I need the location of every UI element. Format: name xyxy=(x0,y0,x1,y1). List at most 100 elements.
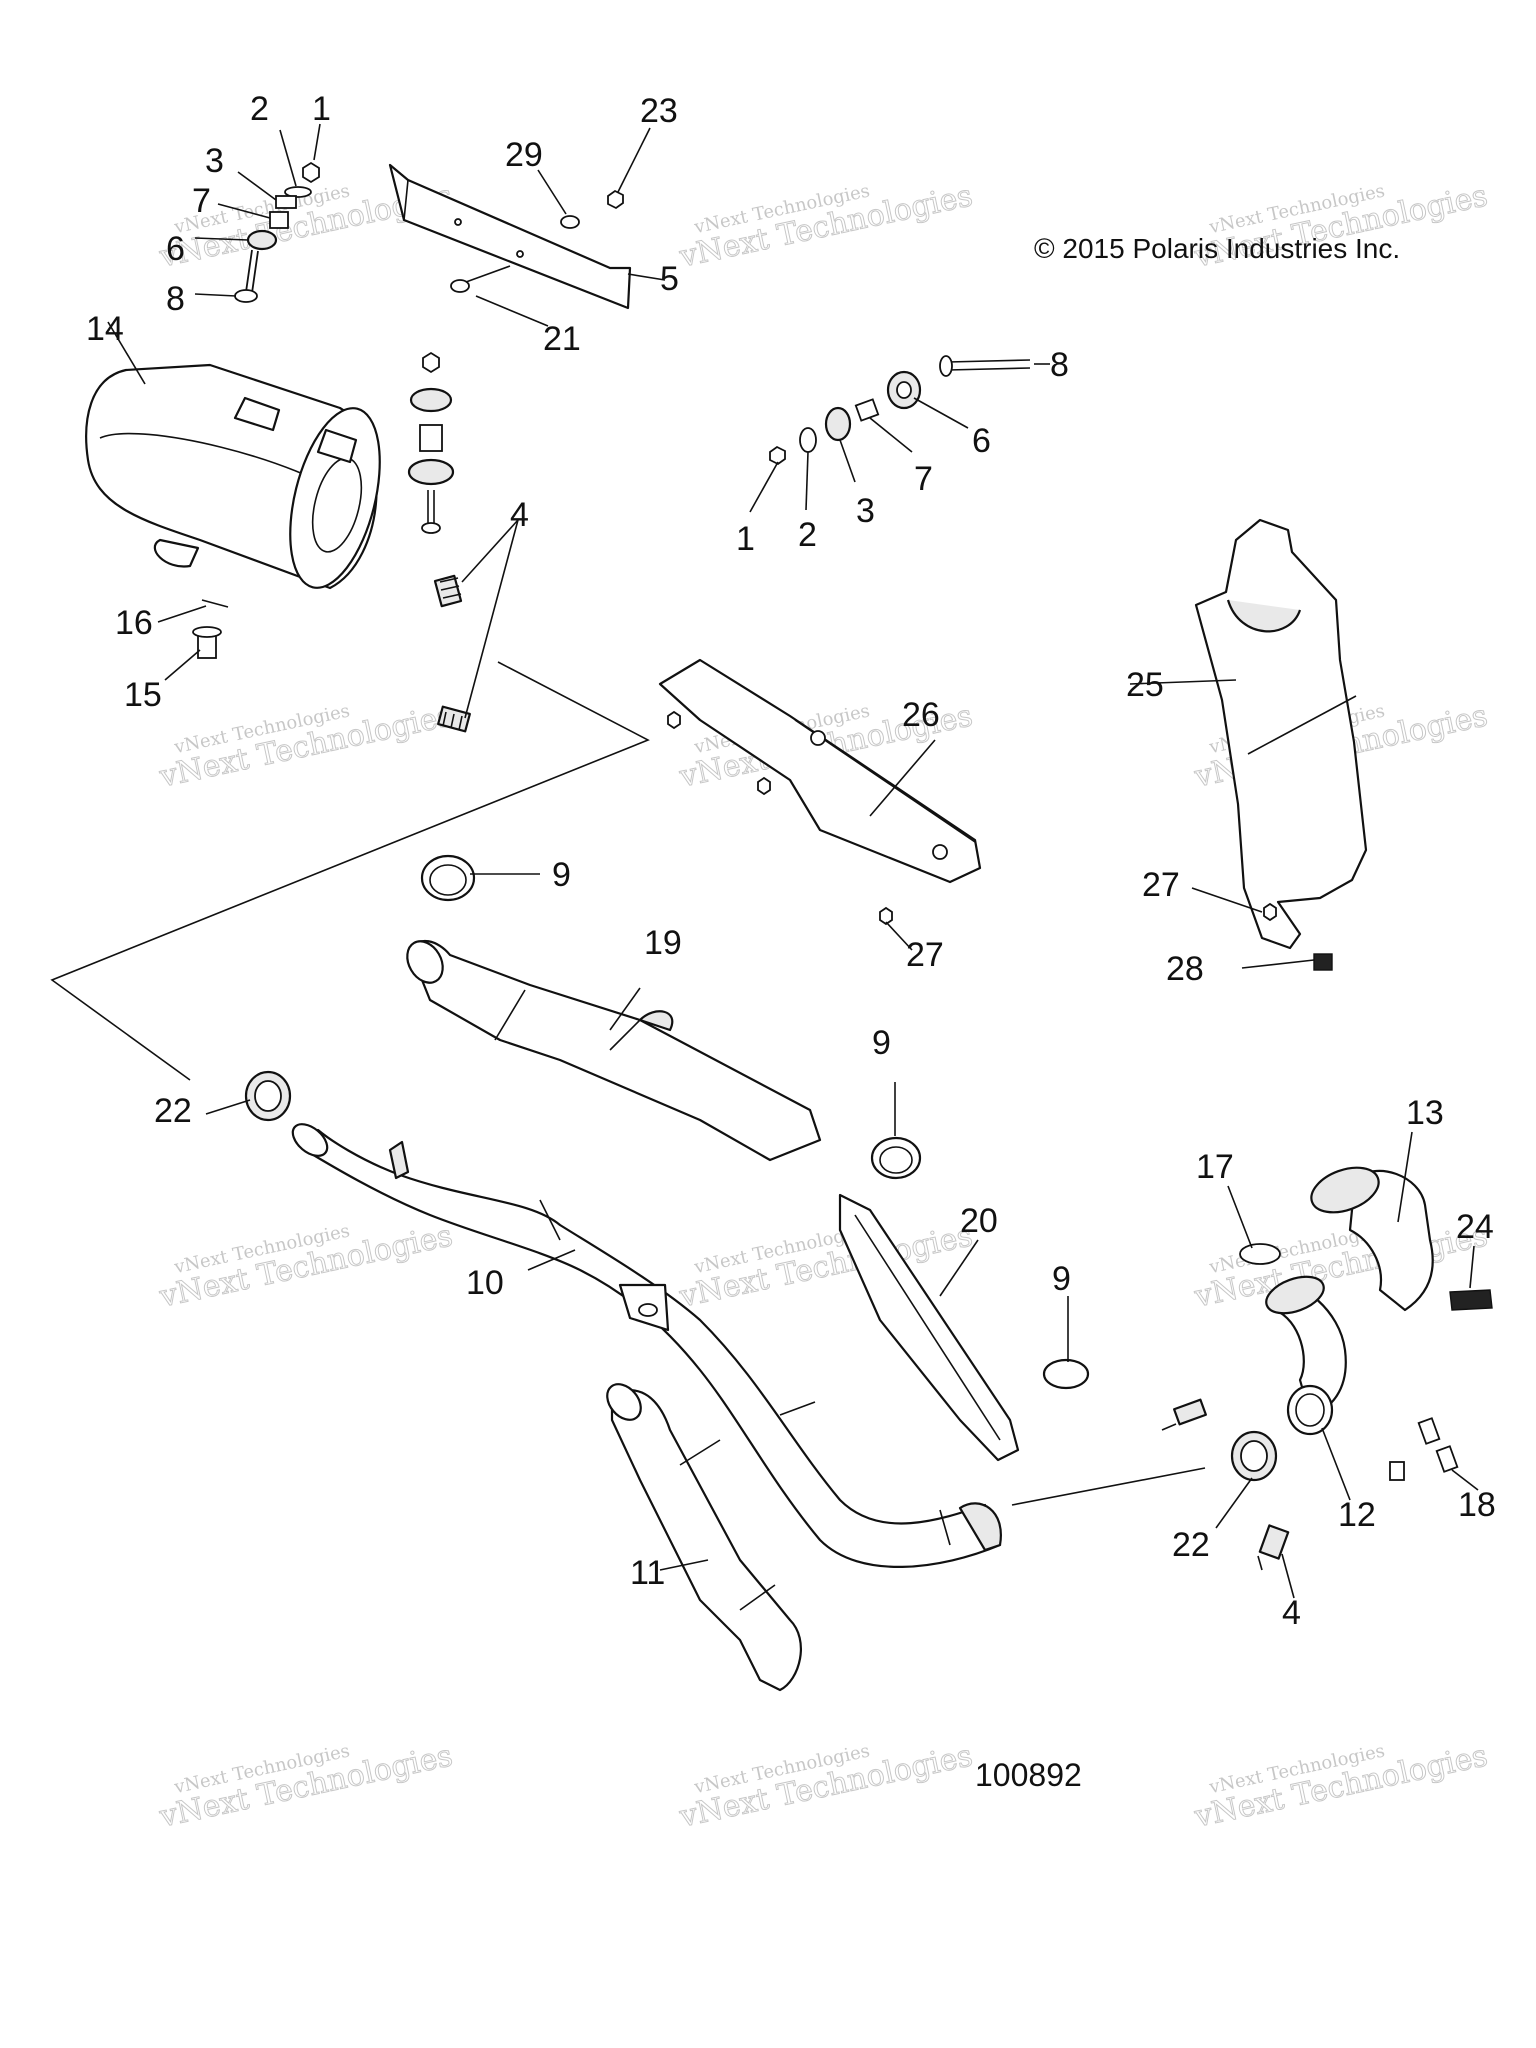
leader-23 xyxy=(617,127,651,193)
spring-part-4-lower xyxy=(1257,1524,1295,1599)
clamp-9 xyxy=(420,854,476,902)
header-12-outlet-inner xyxy=(1295,1393,1325,1427)
leader-15 xyxy=(164,649,201,681)
leader-25 xyxy=(1129,679,1237,685)
pipe-10-hanger xyxy=(388,1140,410,1180)
callout-25: 25 xyxy=(1126,666,1164,704)
watermark: vNext Technologies vNext Technologies xyxy=(155,698,456,795)
callout-13: 13 xyxy=(1406,1094,1444,1132)
clamp-part-24 xyxy=(1449,1245,1493,1311)
watermark: vNext Technologies vNext Technologies xyxy=(155,1218,456,1315)
leader-4b xyxy=(1281,1553,1295,1599)
leader-6b xyxy=(913,397,969,429)
header-12-outlet xyxy=(1286,1384,1334,1436)
washer-29 xyxy=(560,215,580,229)
muffler-end-cap xyxy=(289,407,381,589)
shield-19-seams xyxy=(494,989,641,1051)
muffler-mount-tab xyxy=(233,396,281,432)
isolator-bolt-head xyxy=(421,522,441,534)
callout-22: 22 xyxy=(154,1092,192,1130)
bracket-fold xyxy=(403,179,409,221)
heat-shield-part-25 xyxy=(1129,518,1368,950)
callout-15: 15 xyxy=(124,676,162,714)
pipe-11-seams xyxy=(679,1439,776,1611)
bushing-part-7 xyxy=(269,211,289,229)
callout-16: 16 xyxy=(115,604,153,642)
pin-16 xyxy=(201,599,229,608)
leader-1b xyxy=(749,461,779,513)
washer-part-29 xyxy=(537,169,580,229)
shield-25-cutout xyxy=(1226,599,1302,633)
spring-part-4-mid xyxy=(437,705,471,733)
callout-22: 22 xyxy=(1172,1526,1210,1564)
callout-21: 21 xyxy=(543,320,581,358)
watermark: vNext Technologies vNext Technologies xyxy=(1190,1218,1491,1315)
nut-23 xyxy=(607,189,624,210)
spring xyxy=(433,574,463,608)
isolator-bolt-shank xyxy=(427,490,435,524)
spring-hook xyxy=(1161,1423,1177,1431)
stud-18 xyxy=(1435,1445,1459,1473)
leader-7a xyxy=(217,203,271,219)
watermark: vNext Technologies vNext Technologies xyxy=(1190,1738,1491,1835)
clamp-part-9-right xyxy=(1042,1296,1090,1390)
gasket-part-22-left xyxy=(205,1070,292,1122)
bolt-part-8-b-head xyxy=(939,355,953,377)
callout-8: 8 xyxy=(1050,346,1069,384)
spacer-part-3 xyxy=(275,195,297,209)
leader-4a-2 xyxy=(464,519,519,719)
clamp-9 xyxy=(870,1136,922,1180)
pipe-10-seams xyxy=(539,1199,951,1546)
gasket-22-hole xyxy=(254,1080,282,1112)
callout-28: 28 xyxy=(1166,950,1204,988)
clamp-part-9-top xyxy=(420,854,540,902)
isolator-washer xyxy=(409,387,453,413)
header-13-flange xyxy=(1310,1166,1380,1214)
bolt-part-8-b-shank xyxy=(947,359,1031,371)
callout-9: 9 xyxy=(552,856,571,894)
muffler-mount-tab xyxy=(316,428,358,464)
isolator-grommet xyxy=(407,458,455,486)
leader-26 xyxy=(869,739,936,817)
shield-20-edge xyxy=(854,1214,1001,1441)
callout-27: 27 xyxy=(1142,866,1180,904)
gasket-17 xyxy=(1239,1243,1281,1265)
gasket-22-hole xyxy=(1240,1440,1268,1472)
isolator-spacer xyxy=(419,424,443,452)
callout-9: 9 xyxy=(872,1024,891,1062)
grommet-part-6 xyxy=(246,229,278,251)
watermark: vNext Technologies vNext Technologies xyxy=(675,1218,976,1315)
leader-7b xyxy=(869,417,913,453)
spring-hook xyxy=(1257,1555,1263,1571)
leader-12 xyxy=(1321,1427,1351,1501)
callout-1: 1 xyxy=(312,90,331,128)
explode-line-muffler xyxy=(50,661,650,1081)
leader-17 xyxy=(1227,1185,1253,1249)
spring-part-4-top xyxy=(433,574,463,608)
leader-29 xyxy=(537,169,567,215)
watermark: vNext Technologies vNext Technologies xyxy=(155,1738,456,1835)
spring-coils xyxy=(442,711,463,731)
pipe-part-11 xyxy=(606,1383,802,1692)
fastener-part-15 xyxy=(164,626,222,681)
callout-6: 6 xyxy=(972,422,991,460)
callout-11: 11 xyxy=(630,1554,665,1592)
clamp-part-9-mid xyxy=(870,1082,922,1180)
callout-1: 1 xyxy=(736,520,755,558)
shield-19-tab xyxy=(638,1010,674,1032)
clip-28 xyxy=(1313,953,1333,971)
leader-8a xyxy=(194,293,237,297)
screw-27 xyxy=(1263,902,1277,922)
leader-6a xyxy=(194,237,249,241)
callout-24: 24 xyxy=(1456,1208,1494,1246)
leader-21 xyxy=(475,295,549,327)
header-part-13 xyxy=(1310,1131,1434,1312)
spring-coils xyxy=(439,577,462,599)
callout-5: 5 xyxy=(660,260,679,298)
clamp-9-inner xyxy=(879,1146,913,1174)
leader-14 xyxy=(107,321,146,385)
nut-part-1 xyxy=(302,161,320,184)
callout-17: 17 xyxy=(1196,1148,1234,1186)
muffler-part-14 xyxy=(85,321,381,590)
callout-3: 3 xyxy=(205,142,224,180)
